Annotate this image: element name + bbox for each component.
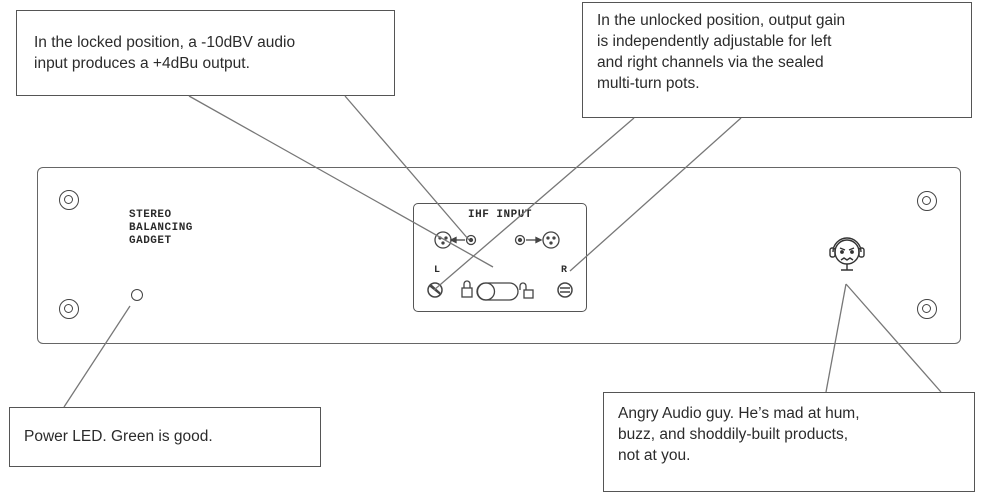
xlr-connector-icon <box>542 231 560 249</box>
screw-icon <box>59 190 79 210</box>
callout-angry-audio: Angry Audio guy. He’s mad at hum, buzz, … <box>603 392 975 492</box>
toggle-switch-icon <box>476 282 519 301</box>
product-name-label: STEREO BALANCING GADGET <box>129 209 193 248</box>
arrow-right-icon <box>526 236 543 244</box>
angry-audio-guy-icon <box>829 237 865 271</box>
product-name-line: BALANCING <box>129 222 193 234</box>
arrow-left-icon <box>449 236 465 244</box>
product-name-line: STEREO <box>129 209 172 221</box>
unlock-icon <box>519 282 534 299</box>
rca-jack-icon <box>514 234 526 246</box>
lock-icon <box>461 280 473 298</box>
callout-unlocked-position: In the unlocked position, output gain is… <box>582 2 972 118</box>
pot-icon <box>557 282 573 298</box>
screw-icon <box>59 299 79 319</box>
callout-locked-position: In the locked position, a -10dBV audio i… <box>16 10 395 96</box>
callout-power-led: Power LED. Green is good. <box>9 407 321 467</box>
pot-icon <box>427 282 443 298</box>
led-icon <box>131 289 143 301</box>
xlr-connector-icon <box>434 231 452 249</box>
rca-jack-icon <box>465 234 477 246</box>
screw-icon <box>917 299 937 319</box>
front-panel: STEREO BALANCING GADGET IHF INPUT L R <box>37 167 961 344</box>
screw-icon <box>917 191 937 211</box>
callout-locked-text: In the locked position, a -10dBV audio i… <box>34 34 296 72</box>
callout-power-text: Power LED. Green is good. <box>24 428 213 445</box>
ihf-controls <box>427 231 573 301</box>
ihf-input-section: IHF INPUT L R <box>413 203 587 312</box>
callout-angry-text: Angry Audio guy. He’s mad at hum, buzz, … <box>618 405 860 464</box>
callout-unlocked-text: In the unlocked position, output gain is… <box>597 12 846 92</box>
product-name-line: GADGET <box>129 235 172 247</box>
